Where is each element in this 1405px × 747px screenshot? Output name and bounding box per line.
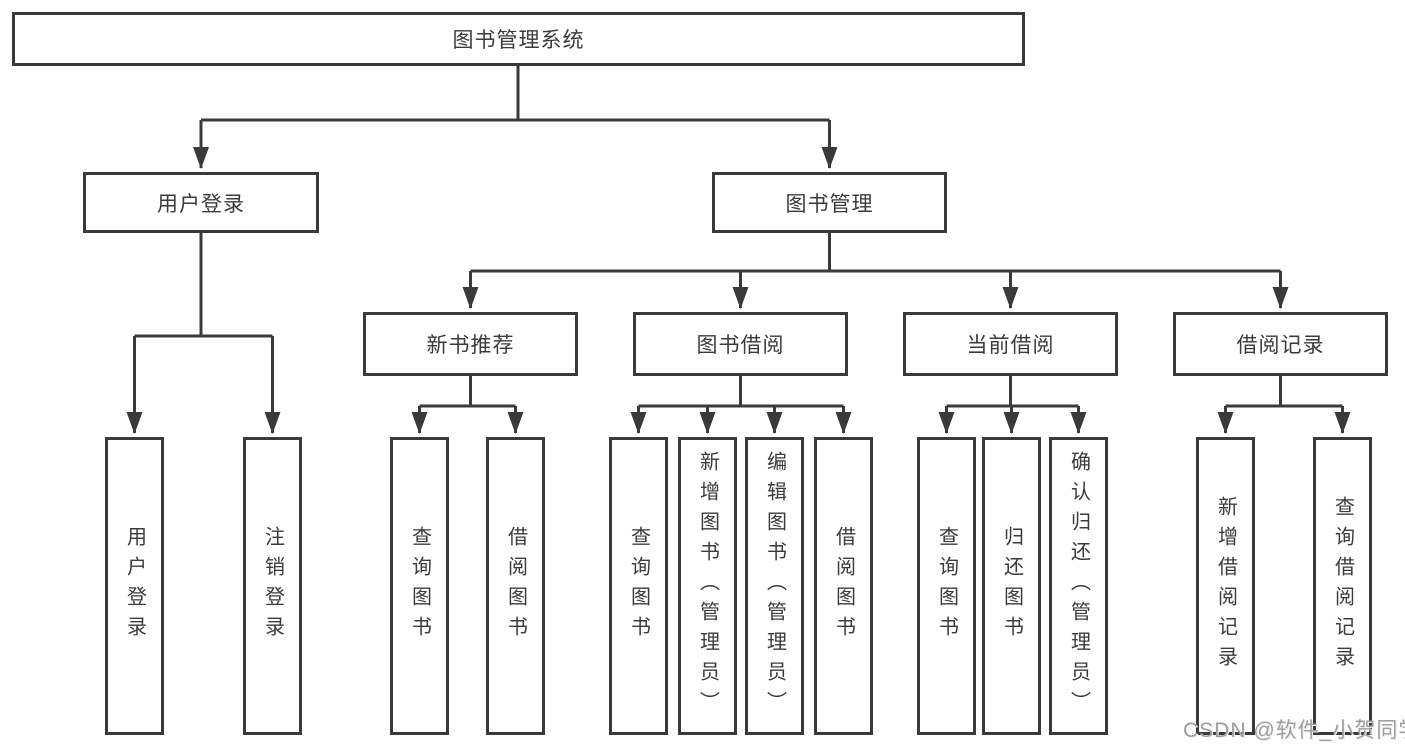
node-label: 借阅记录: [1236, 334, 1325, 357]
node-label: 当前借阅: [966, 334, 1055, 357]
leaf-query-books-current: 查询图书: [917, 437, 976, 735]
leaf-return-books: 归还图书: [982, 437, 1041, 735]
node-label: 图书借阅: [696, 334, 785, 357]
leaf-logout: 注销登录: [243, 437, 302, 735]
leaf-label: 查询图书: [627, 526, 650, 646]
leaf-label: 编辑图书（管理员）: [763, 451, 786, 721]
leaf-query-borrow-record: 查询借阅记录: [1313, 437, 1372, 735]
leaf-label: 查询借阅记录: [1331, 496, 1354, 676]
leaf-query-books-recommend: 查询图书: [390, 437, 449, 735]
node-book-borrow: 图书借阅: [633, 312, 848, 376]
node-borrow-records: 借阅记录: [1173, 312, 1388, 376]
node-current-borrow: 当前借阅: [903, 312, 1118, 376]
leaf-borrow-books: 借阅图书: [814, 437, 873, 735]
leaf-label: 查询图书: [935, 526, 958, 646]
node-label: 新书推荐: [426, 334, 515, 357]
leaf-label: 注销登录: [261, 526, 284, 646]
node-book-management: 图书管理: [712, 172, 947, 233]
leaf-add-book-admin: 新增图书（管理员）: [678, 437, 737, 735]
leaf-edit-book-admin: 编辑图书（管理员）: [745, 437, 804, 735]
leaf-user-login: 用户登录: [105, 437, 164, 735]
node-label: 图书管理系统: [452, 29, 585, 52]
leaf-borrow-books-recommend: 借阅图书: [486, 437, 545, 735]
leaf-label: 确认归还（管理员）: [1067, 451, 1090, 721]
leaf-label: 查询图书: [408, 526, 431, 646]
leaf-label: 借阅图书: [504, 526, 527, 646]
node-label: 用户登录: [157, 192, 245, 216]
leaf-add-borrow-record: 新增借阅记录: [1196, 437, 1255, 735]
leaf-label: 新增借阅记录: [1214, 496, 1237, 676]
node-root-library-management-system: 图书管理系统: [12, 12, 1025, 66]
leaf-query-books-borrow: 查询图书: [609, 437, 668, 735]
node-user-login: 用户登录: [83, 172, 319, 233]
node-label: 图书管理: [785, 192, 874, 216]
leaf-label: 用户登录: [123, 526, 146, 646]
node-new-book-recommend: 新书推荐: [363, 312, 578, 376]
leaf-label: 借阅图书: [832, 526, 855, 646]
csdn-watermark: CSDN @软件_小贺同学: [1183, 719, 1405, 742]
leaf-label: 归还图书: [1000, 526, 1023, 646]
leaf-confirm-return-admin: 确认归还（管理员）: [1049, 437, 1108, 735]
leaf-label: 新增图书（管理员）: [696, 451, 719, 721]
